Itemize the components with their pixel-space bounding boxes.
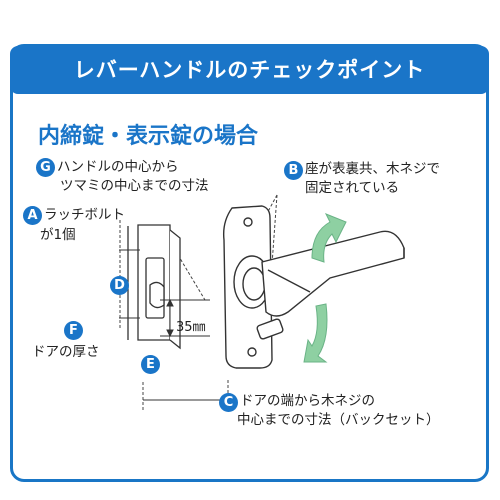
callout-b-line1: 座が表裏共、木ネジで bbox=[305, 161, 440, 177]
callout-g-line1: ハンドルの中心から bbox=[57, 159, 179, 175]
badge-f: F bbox=[64, 321, 83, 340]
thumb-turn bbox=[256, 318, 284, 340]
callout-c-line2: 中心までの寸法（バックセット） bbox=[237, 412, 440, 428]
rotate-up-arrow-icon bbox=[311, 213, 347, 263]
badge-c: C bbox=[219, 393, 238, 412]
escutcheon bbox=[222, 205, 284, 369]
badge-b: B bbox=[284, 161, 303, 180]
page-title: レバーハンドルのチェックポイント bbox=[73, 58, 426, 82]
section-subtitle: 内締錠・表示錠の場合 bbox=[38, 124, 259, 149]
header-banner: レバーハンドルのチェックポイント bbox=[10, 46, 489, 94]
callout-f-line1: ドアの厚さ bbox=[32, 344, 100, 360]
rotate-down-arrow-icon bbox=[303, 303, 328, 363]
callout-a-line1: ラッチボルト bbox=[44, 207, 125, 223]
callout-c-line1: ドアの端から木ネジの bbox=[240, 393, 375, 409]
badge-g: G bbox=[36, 158, 55, 177]
badge-d: D bbox=[110, 276, 129, 295]
badge-a: A bbox=[23, 206, 42, 225]
badge-e: E bbox=[141, 355, 160, 374]
callout-a-line2: が1個 bbox=[40, 227, 76, 243]
leader-b bbox=[257, 194, 278, 231]
dimension-35mm: 35㎜ bbox=[176, 320, 206, 335]
lever bbox=[261, 230, 405, 317]
callout-g-line2: ツマミの中心までの寸法 bbox=[60, 178, 209, 194]
callout-b-line2: 固定されている bbox=[305, 180, 400, 196]
latch-bolt bbox=[149, 281, 165, 309]
